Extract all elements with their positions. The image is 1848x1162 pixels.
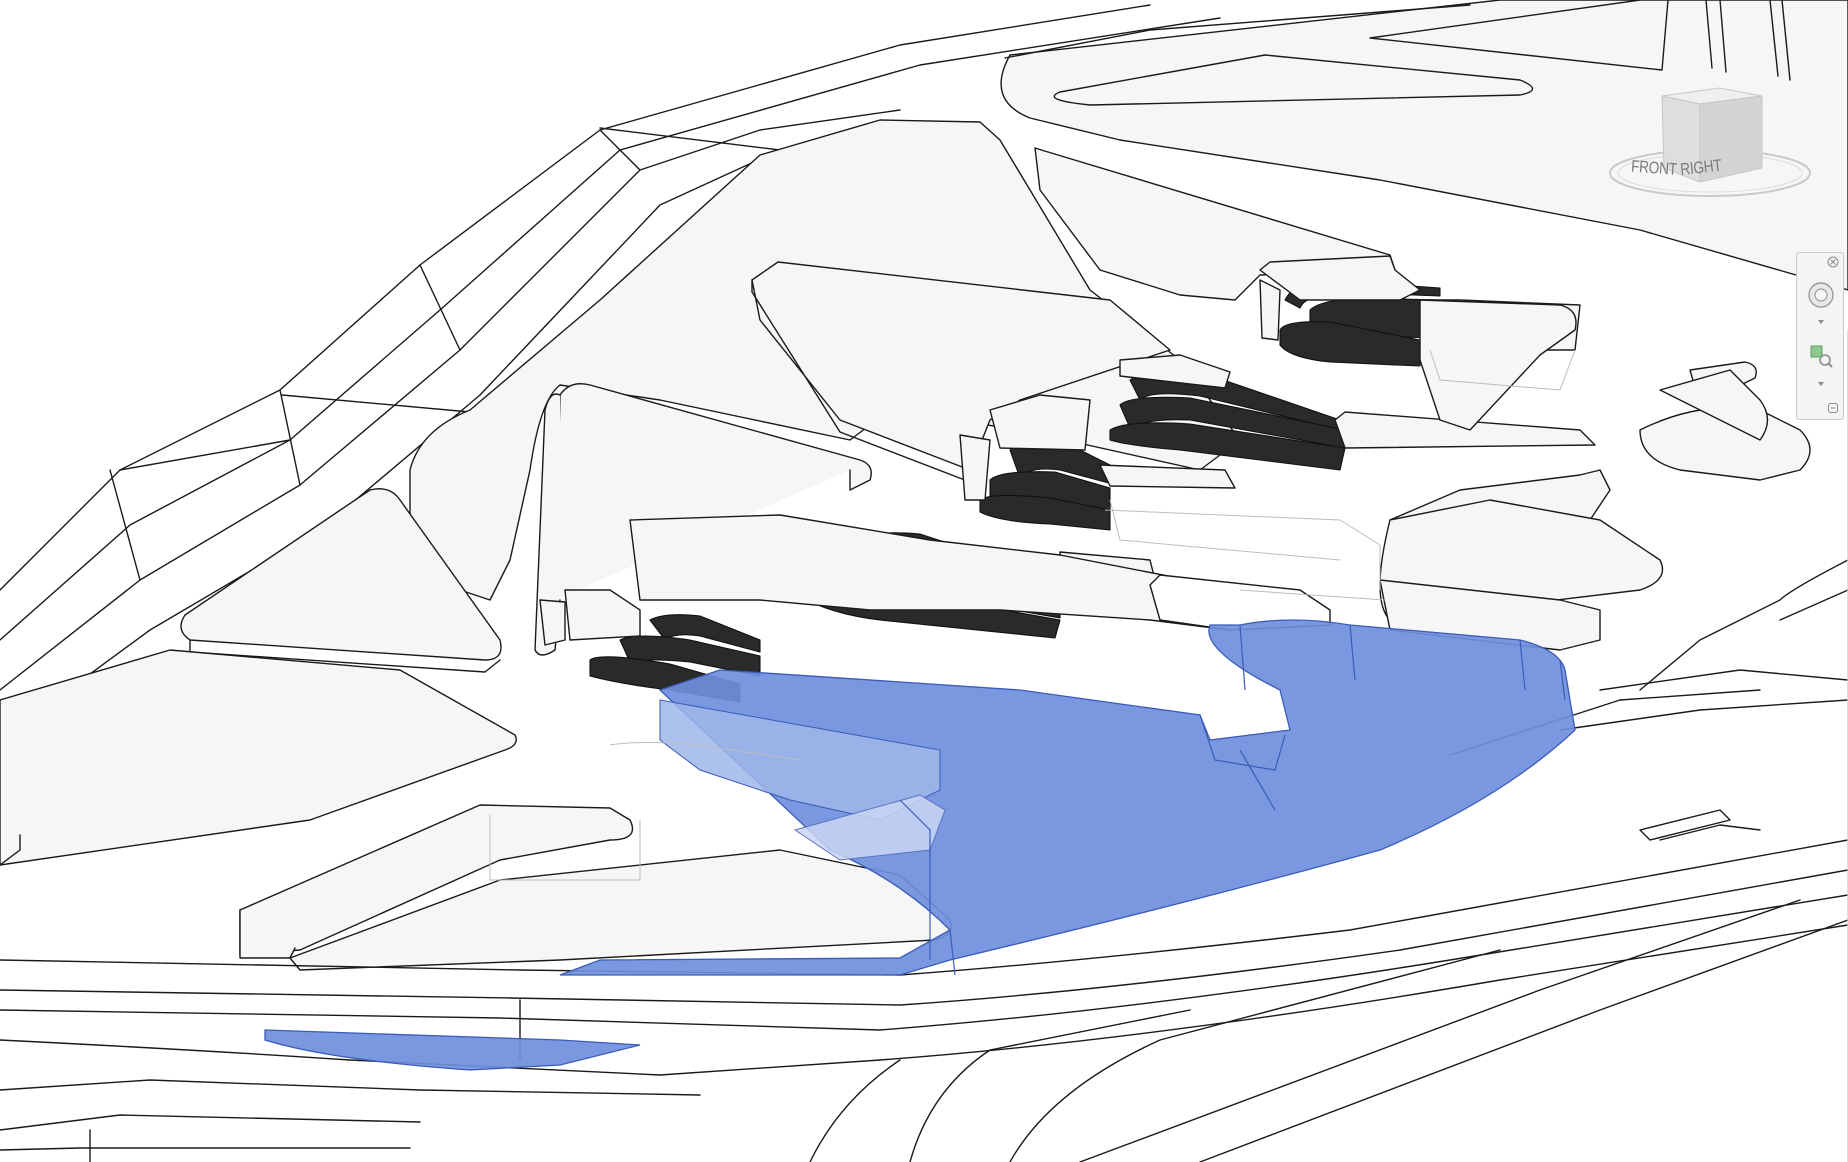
planter-left-lower-side (0, 834, 21, 866)
upper-road-edge (1004, 4, 1471, 59)
navigation-bar (1796, 252, 1844, 420)
view-cube-front-label[interactable]: FRONT (1630, 157, 1678, 179)
central-walkway-wall (1149, 574, 1331, 631)
upper-island (1053, 54, 1534, 106)
planter-far-right (1659, 369, 1769, 441)
close-icon[interactable] (1803, 255, 1839, 269)
hidden-lines (489, 349, 1576, 881)
planter-left-lower (0, 649, 517, 866)
selected-floor-region[interactable] (264, 619, 1576, 1071)
upper-right-strips (1705, 0, 1791, 81)
view-cube-right-label[interactable]: RIGHT (1679, 156, 1723, 179)
options-icon[interactable] (1803, 401, 1839, 415)
right-curb (1639, 559, 1848, 691)
zoom-icon[interactable] (1803, 341, 1839, 371)
road-lower-bands (0, 669, 1848, 1162)
chevron-down-icon[interactable] (1803, 315, 1839, 329)
view-cube-right (1699, 95, 1763, 183)
planter-left-upper-side (189, 639, 501, 673)
view-cube[interactable]: FRONT RIGHT (1609, 87, 1811, 197)
planter-right-mid (1419, 299, 1577, 431)
block-center-left-face (534, 393, 561, 656)
lower-platform (239, 804, 634, 956)
chevron-down-icon[interactable] (1803, 377, 1839, 391)
steering-wheel-icon[interactable] (1803, 279, 1839, 311)
upper-strip (1369, 0, 1669, 71)
lower-platform-face (239, 909, 296, 959)
planter-left-upper (180, 488, 502, 661)
